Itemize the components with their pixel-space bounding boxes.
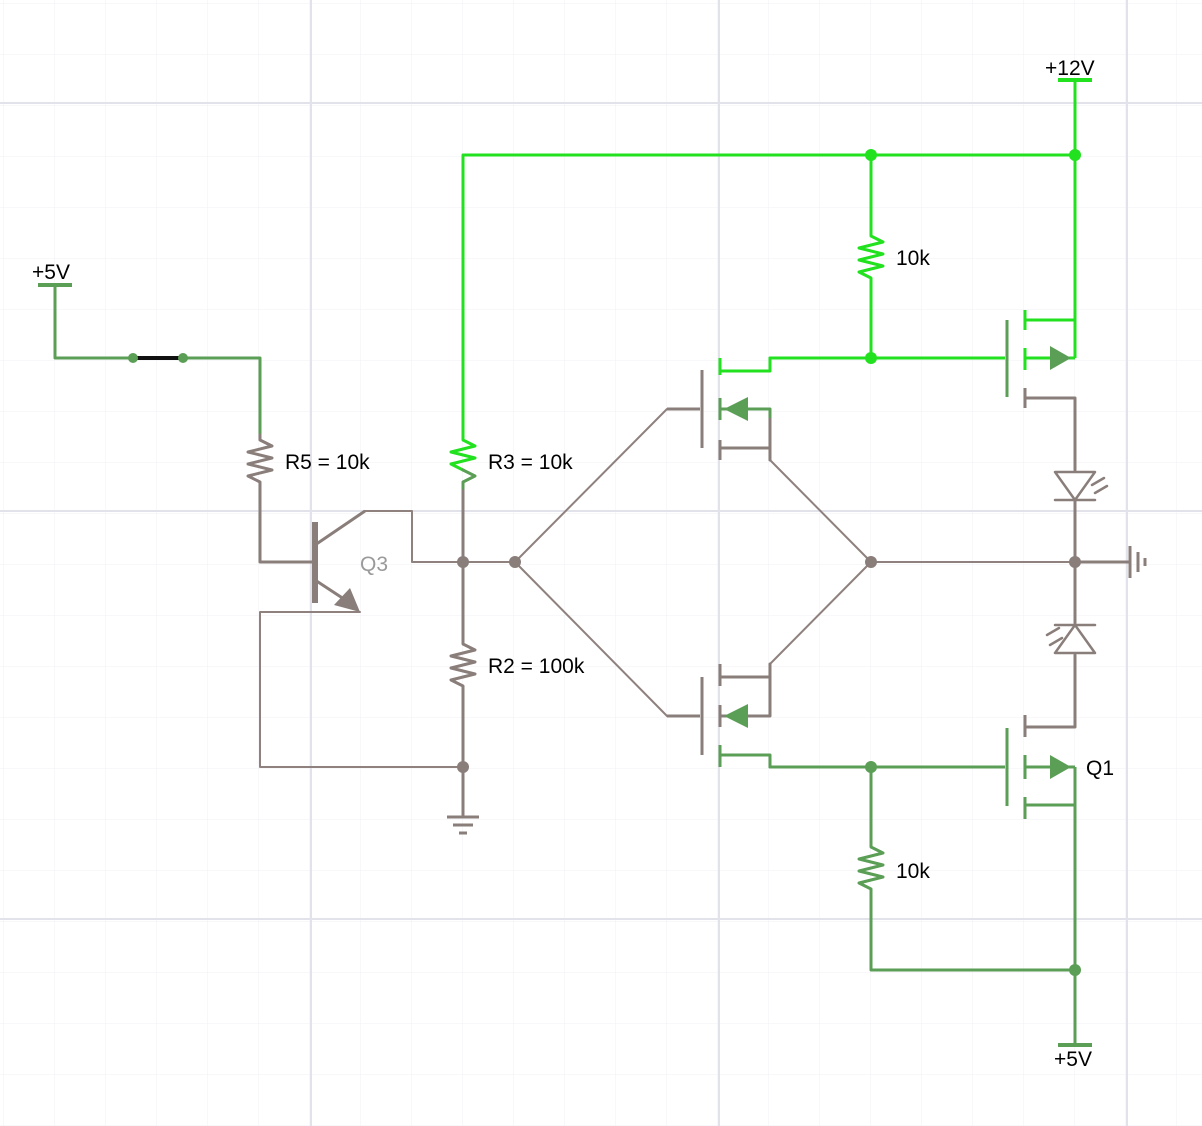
ground-left	[447, 815, 479, 835]
transistor-q3	[312, 509, 366, 612]
junctions	[457, 149, 1081, 976]
label-q1: Q1	[1086, 757, 1114, 780]
label-r-bottom: 10k	[896, 860, 930, 883]
label-r2: R2 = 100k	[488, 655, 585, 678]
label-r-top: 10k	[896, 247, 930, 270]
mosfet-right-upper	[975, 310, 1077, 408]
resistor-r5	[246, 433, 274, 490]
mosfet-lower-n	[667, 662, 772, 769]
switch	[128, 353, 188, 363]
resistor-r3-lower	[461, 468, 477, 490]
label-q3: Q3	[360, 553, 388, 576]
resistor-r2	[449, 638, 477, 692]
mosfet-q1	[975, 715, 1077, 819]
label-r3: R3 = 10k	[488, 451, 573, 474]
led-upper	[1053, 470, 1109, 502]
ground-right	[1128, 546, 1147, 578]
resistor-r3	[449, 436, 477, 472]
resistor-10k-bottom	[857, 841, 885, 897]
label-r5: R5 = 10k	[285, 451, 370, 474]
label-supply-5v-bottom: +5V	[1054, 1048, 1092, 1071]
mosfet-upper-p	[667, 356, 772, 462]
led-lower	[1045, 623, 1097, 655]
label-supply-5v-left: +5V	[32, 261, 70, 284]
resistor-10k-top	[857, 230, 885, 287]
label-supply-12v: +12V	[1045, 57, 1095, 80]
